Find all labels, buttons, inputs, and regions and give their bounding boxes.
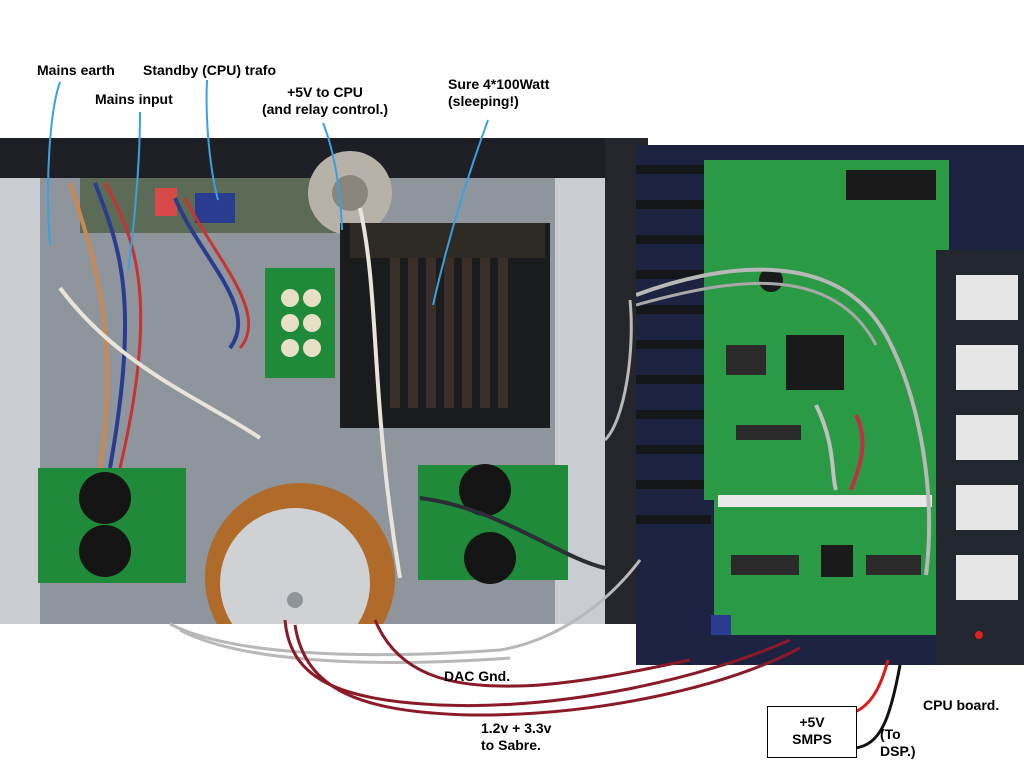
label-to-dsp: (To DSP.) [880,726,916,760]
label-amplifier: Sure 4*100Watt (sleeping!) [448,76,549,110]
label-to-dsp-line2: DSP.) [880,743,916,759]
label-amplifier-line1: Sure 4*100Watt [448,76,550,92]
label-cpu-board: CPU board. [923,697,1000,713]
mains-earth-leader [47,81,61,246]
label-amplifier-line2: (sleeping!) [448,93,519,109]
mains-input-leader [127,111,141,271]
amplifier-chassis-photo [0,138,648,624]
label-sabre-line2: to Sabre. [481,737,541,753]
amp-leader [432,119,489,306]
label-smps-line1: +5V [799,714,825,730]
label-to-dsp-line1: (To [880,726,901,742]
label-mains-earth: Mains earth [37,62,115,78]
label-standby-trafo: Standby (CPU) trafo [143,62,276,78]
label-cpu-5v-line2: (and relay control.) [261,101,389,117]
label-smps-line2: SMPS [792,731,832,747]
smps-red-wire [854,659,890,714]
smps-black-wire [854,664,902,750]
label-cpu-5v: +5V to CPU (and relay control.) [250,84,400,118]
power-wires [283,619,801,717]
label-sabre-line1: 1.2v + 3.3v [481,720,552,736]
label-dac-gnd: DAC Gnd. [444,668,511,684]
standby-trafo-leader [205,79,219,201]
smps-box: +5V SMPS [767,706,857,758]
dsp-board-photo [636,145,1024,665]
label-sabre-supply: 1.2v + 3.3v to Sabre. [481,720,551,754]
label-mains-input: Mains input [95,91,173,107]
cpu-5v-leader [322,122,343,231]
leader-lines [47,79,489,306]
label-cpu-5v-line1: +5V to CPU [287,84,363,100]
